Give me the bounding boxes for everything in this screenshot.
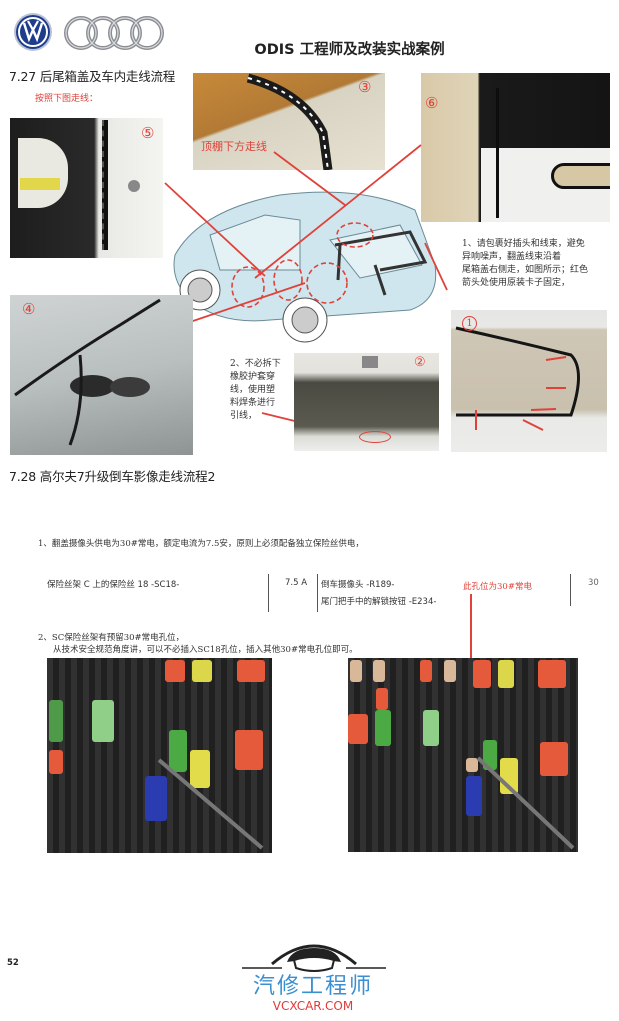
fuse-consumer-1: 倒车摄像头 -R189- xyxy=(321,580,395,590)
section-728-heading: 7.28 高尔夫7升级倒车影像走线流程2 xyxy=(9,469,216,484)
step-2-text: 2、SC保险丝架有预留30#常电孔位， 从技术安全规范角度讲，可以不必插入SC1… xyxy=(38,632,358,656)
page-number: 52 xyxy=(7,958,19,968)
note-1: 1、请包裹好插头和线束，避免 异响噪声，翻盖线束沿着 尾箱盖右侧走，如图所示；红… xyxy=(462,238,612,290)
fuse-terminal-cell: 30 xyxy=(588,578,599,588)
note-2-line: 引线， xyxy=(230,411,258,421)
fuse-box-photo-right xyxy=(348,658,578,852)
photo-4-label: ④ xyxy=(22,300,36,318)
photo-4-floor-harness xyxy=(10,295,193,455)
step-2-line: 2、SC保险丝架有预留30#常电孔位， xyxy=(38,633,185,643)
photo-6-trunk-side xyxy=(421,73,610,222)
photo-1-label: 1 xyxy=(462,316,477,331)
note-2: 2、不必拆下 橡胶护套穿 线，使用塑 料焊条进行 引线， xyxy=(230,358,295,423)
photo-3-label: ③ xyxy=(358,78,372,96)
photo-6-label: ⑥ xyxy=(425,94,439,112)
photo-2-tailgate-inner xyxy=(294,353,439,451)
car-wiring-diagram xyxy=(160,170,445,360)
photo-5-label: ⑤ xyxy=(141,124,155,142)
audi-rings-logo xyxy=(62,14,166,52)
photo-1-label-circle: 1 xyxy=(462,316,477,331)
vw-logo xyxy=(13,12,53,52)
brand-url: VCXCAR.COM xyxy=(272,999,354,1013)
photo-5-rear-pillar xyxy=(10,118,163,258)
route-instruction: 按照下图走线： xyxy=(35,94,99,104)
note-1-line: 尾箱盖右侧走，如图所示；红色 xyxy=(462,265,589,275)
headliner-callout: 顶棚下方走线 xyxy=(201,140,267,153)
slot-callout: 此孔位为30#常电 xyxy=(463,582,532,592)
section-727-heading: 7.27 后尾箱盖及车内走线流程 xyxy=(9,69,176,84)
photo-3-headliner xyxy=(193,73,385,170)
fuse-rating-cell: 7.5 A xyxy=(285,578,308,588)
step-1-text: 1、翻盖摄像头供电为30#常电，额定电流为7.5安，原则上必须配备独立保险丝供电… xyxy=(38,539,364,549)
photo-2-label: ② xyxy=(414,355,426,370)
page-title: ODIS 工程师及改装实战案例 xyxy=(254,42,445,58)
note-2-line: 料焊条进行 xyxy=(230,398,276,408)
brand-name-cn: 汽修工程师 xyxy=(252,974,373,999)
note-2-line: 2、不必拆下 xyxy=(230,359,281,369)
table-divider xyxy=(317,574,318,612)
step-2-line: 从技术安全规范角度讲，可以不必插入SC18孔位，插入其他30#常电孔位即可。 xyxy=(53,645,358,655)
table-divider xyxy=(570,574,571,606)
brand-car-logo xyxy=(242,936,386,978)
fuse-consumer-2: 尾门把手中的解锁按钮 -E234- xyxy=(321,597,437,607)
table-divider xyxy=(268,574,269,612)
note-1-line: 异响噪声，翻盖线束沿着 xyxy=(462,252,562,262)
note-2-line: 橡胶护套穿 xyxy=(230,372,276,382)
photo-1-tailgate-window xyxy=(451,310,607,452)
fuse-id-cell: 保险丝架 C 上的保险丝 18 -SC18- xyxy=(47,580,180,590)
fuse-table: 保险丝架 C 上的保险丝 18 -SC18- 7.5 A 倒车摄像头 -R189… xyxy=(0,572,619,614)
note-1-line: 箭头处使用原装卡子固定， xyxy=(462,278,571,288)
note-1-line: 1、请包裹好插头和线束，避免 xyxy=(462,239,585,249)
fuse-box-photo-left xyxy=(47,658,272,853)
note-2-line: 线，使用塑 xyxy=(230,385,276,395)
